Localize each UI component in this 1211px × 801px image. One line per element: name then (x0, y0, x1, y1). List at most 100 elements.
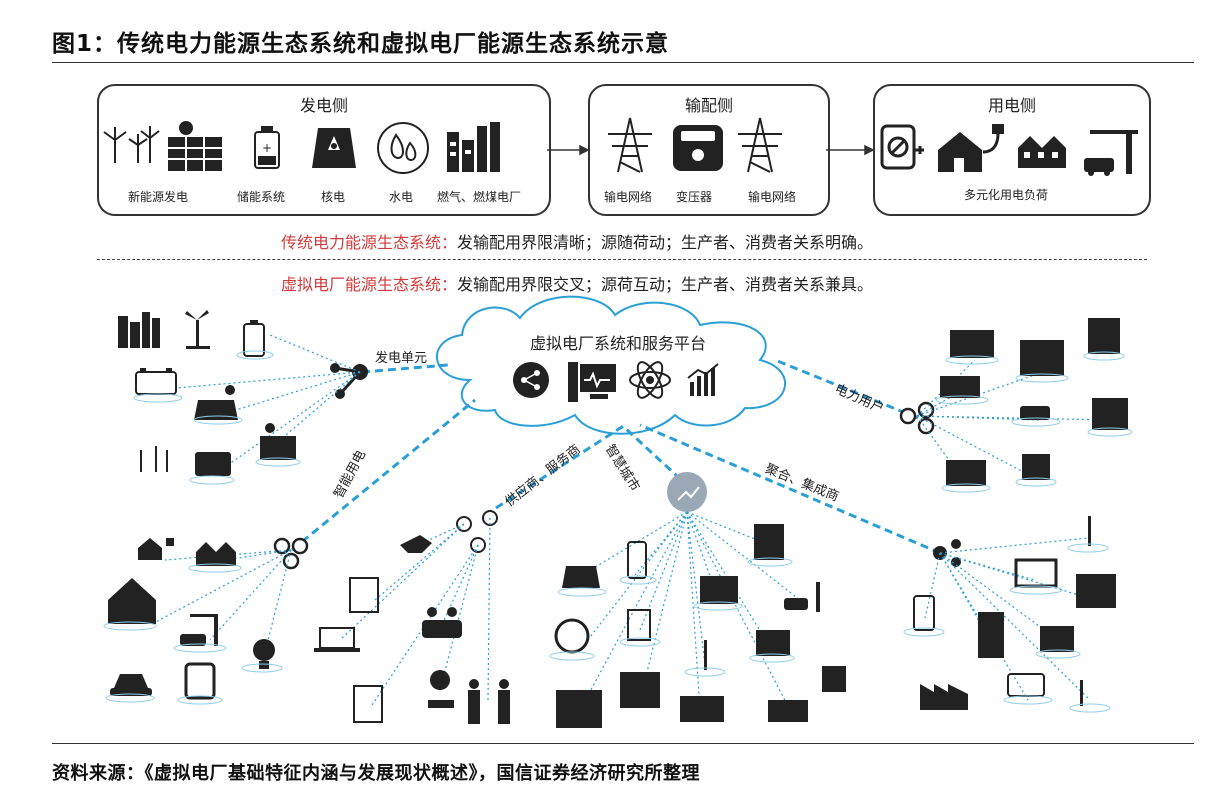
traditional-desc-text: 发输配用界限清晰；源随荷动；生产者、消费者关系明确。 (457, 233, 874, 252)
label-generation-unit: 发电单元 (375, 351, 428, 366)
bar-chart-icon (687, 363, 719, 396)
monitor-icon (568, 362, 616, 402)
fuel-pump-icon (978, 612, 1004, 658)
mobile-phone-icon (880, 124, 924, 170)
caption-hydro: 水电 (389, 190, 414, 204)
house-icon (108, 578, 156, 624)
factory-icon (768, 700, 808, 722)
building-icon (822, 666, 846, 692)
traditional-description: 传统电力能源生态系统：发输配用界限清晰；源随荷动；生产者、消费者关系明确。 (281, 229, 873, 253)
office-building-icon (1076, 574, 1116, 608)
caption-renewable: 新能源发电 (128, 190, 189, 204)
nuclear-plant-icon (312, 128, 356, 168)
office-building-icon (556, 690, 602, 728)
battery-icon (913, 595, 935, 631)
battery-icon: + (254, 126, 280, 169)
storage-unit-icon (195, 452, 231, 476)
bank-icon (620, 672, 660, 708)
gas-station-icon (627, 609, 651, 641)
laptop-icon (314, 627, 360, 652)
apartment-icon (950, 330, 994, 358)
platform-title: 虚拟电厂系统和服务平台 (530, 334, 707, 353)
light-bulb-icon (253, 639, 275, 669)
transmission-side-title: 输配侧 (684, 96, 733, 115)
ev-charging-icon (784, 582, 820, 612)
virtual-desc-text: 发输配用界限交叉；源荷互动；生产者、消费者关系兼具。 (457, 275, 874, 294)
consumption-side-title: 用电侧 (987, 96, 1036, 115)
church-icon (756, 630, 790, 656)
wind-turbine-icon (103, 126, 160, 163)
townhouse-icon (196, 542, 236, 566)
car-battery-icon (135, 368, 177, 395)
award-icon (428, 670, 454, 708)
meeting-icon (422, 607, 462, 638)
cluster-node-icon (273, 401, 935, 570)
wind-turbine-icon (704, 640, 707, 670)
caption-nuclear: 核电 (321, 190, 346, 204)
footer-rule (52, 743, 1194, 744)
caption-transformer: 变压器 (676, 190, 713, 204)
building-icon (1022, 454, 1050, 480)
wind-turbine-icon (185, 310, 210, 349)
caption-loads: 多元化用电负荷 (964, 188, 1049, 202)
transformer-icon (673, 125, 723, 171)
ferris-wheel-icon (554, 618, 590, 654)
town-hall-icon (700, 576, 738, 604)
ev-charging-icon (180, 614, 218, 646)
arrow-icon (547, 144, 875, 156)
ground-ovals (103, 350, 1133, 713)
ev-charging-icon (1084, 130, 1138, 176)
wind-plug-icon (1080, 680, 1083, 706)
house-plug-icon (138, 538, 174, 560)
caption-thermal: 燃气、燃煤电厂 (437, 190, 522, 204)
shop-icon (946, 460, 986, 486)
handshake-icon (468, 679, 510, 724)
factory-icon (118, 312, 160, 348)
battery-icon (243, 320, 265, 357)
virtual-description: 虚拟电厂能源生态系统：发输配用界限交叉；源荷互动；生产者、消费者关系兼具。 (281, 271, 873, 295)
solar-panel-icon (194, 385, 238, 420)
smart-city-node-icon (667, 472, 707, 512)
transmission-tower-icon (608, 117, 782, 173)
svg-text:+: + (262, 141, 272, 155)
source-note: 资料来源：《虚拟电厂基础特征内涵与发展现状概述》，国信证券经济研究所整理 (52, 763, 700, 784)
solar-panel-icon (168, 121, 222, 171)
figure-title: 图1：传统电力能源生态系统和虚拟电厂能源生态系统示意 (52, 31, 670, 57)
power-plant-icon (447, 122, 500, 172)
title-rule (52, 62, 1194, 63)
caption-grid-1: 输电网络 (604, 190, 653, 204)
traditional-desc-label: 传统电力能源生态系统： (281, 233, 458, 252)
virtual-desc-label: 虚拟电厂能源生态系统： (281, 275, 458, 294)
ev-charging-icon (1020, 406, 1050, 420)
wind-turbine-icon (1088, 516, 1091, 546)
hospital-icon (754, 524, 784, 560)
electric-car-icon (110, 674, 152, 696)
caption-storage: 储能系统 (237, 190, 286, 204)
hand-icon (400, 535, 432, 553)
townhouse-icon (680, 696, 724, 722)
document-icon (349, 577, 379, 613)
mobile-phone-icon (184, 662, 216, 700)
factory-icon (920, 684, 968, 710)
share-icon (513, 362, 549, 398)
generation-side-title: 发电侧 (299, 96, 348, 115)
atom-icon (629, 361, 671, 399)
section-divider (97, 259, 1147, 260)
water-drop-icon (377, 122, 429, 174)
hub-node-icon (330, 363, 368, 399)
crane-icon (940, 376, 980, 398)
townhouse-icon (1018, 136, 1066, 168)
building-icon (1092, 398, 1128, 430)
building-icon (1088, 318, 1120, 354)
checklist-icon (353, 685, 383, 723)
wind-turbines-icon (140, 446, 168, 472)
battery-icon (627, 541, 647, 579)
solar-panel-icon (562, 566, 600, 588)
caption-grid-2: 输电网络 (748, 190, 797, 204)
solar-panel-icon (260, 423, 296, 460)
house-plug-icon (938, 124, 1004, 172)
office-building-icon (1020, 340, 1064, 376)
device-icons (108, 310, 1128, 728)
